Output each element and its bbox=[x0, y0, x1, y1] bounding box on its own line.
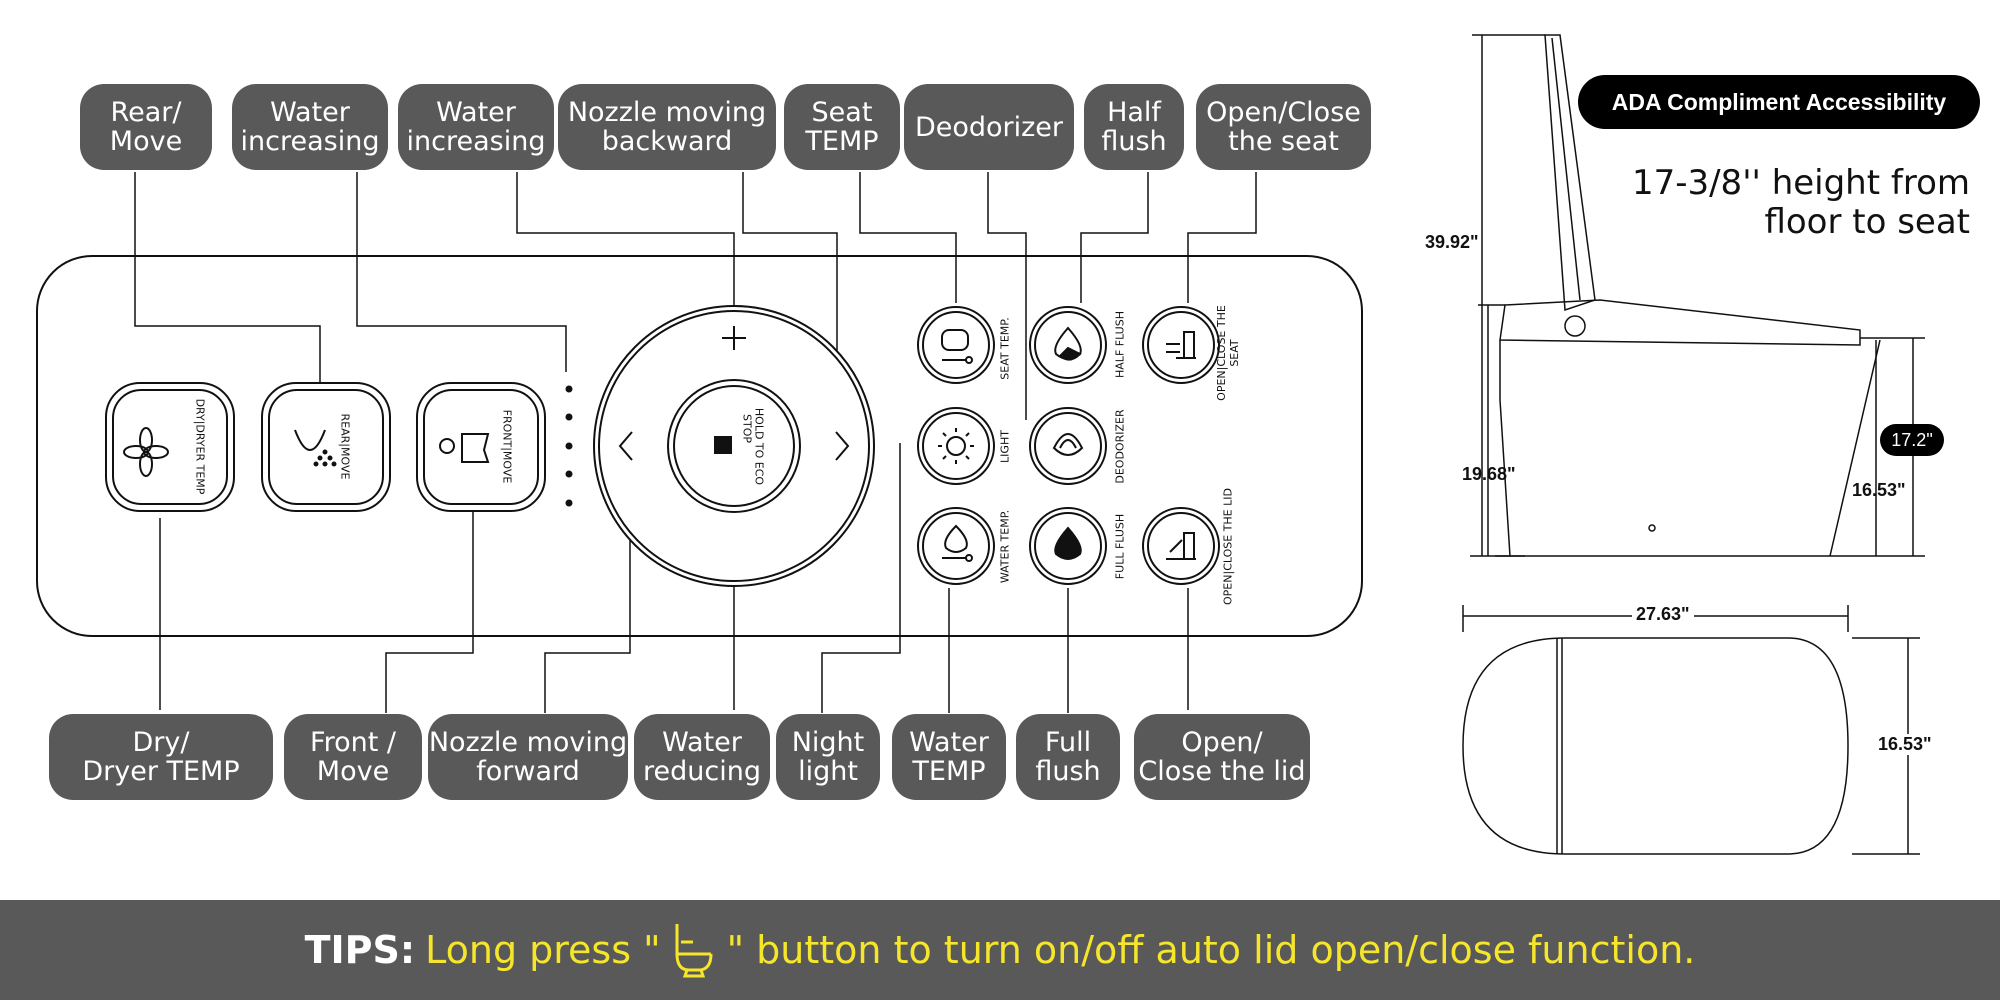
rear-label: REAR|MOVE bbox=[338, 413, 352, 480]
half-flush-label: HALF FLUSH bbox=[1113, 311, 1127, 378]
rear-wash-icon bbox=[294, 429, 337, 467]
stop-button[interactable] bbox=[667, 379, 801, 513]
water-temp-icon bbox=[944, 524, 968, 553]
light-label: LIGHT bbox=[998, 430, 1012, 463]
callout-front-move: Front / Move bbox=[284, 714, 422, 800]
open-seat-label: OPEN|CLOSE THE SEAT bbox=[1215, 305, 1241, 401]
toilet-top-view bbox=[1462, 605, 1920, 855]
front-move-button[interactable] bbox=[416, 382, 546, 512]
dimension-seat-height: 17.2" bbox=[1880, 424, 1944, 456]
callout-rear-move: Rear/ Move bbox=[80, 84, 212, 170]
chevron-right-icon[interactable] bbox=[835, 431, 850, 461]
dimension-bowl-height: 16.53" bbox=[1852, 480, 1906, 500]
fan-icon bbox=[123, 427, 169, 477]
callout-nozzle-forward: Nozzle moving forward bbox=[428, 714, 628, 800]
deodorizer-button[interactable] bbox=[1029, 407, 1107, 485]
open-close-lid-button[interactable] bbox=[1142, 507, 1220, 585]
dry-label: DRY|DRYER TEMP bbox=[193, 398, 207, 495]
callout-deodorizer: Deodorizer bbox=[904, 84, 1074, 170]
water-temp-button[interactable] bbox=[917, 507, 995, 585]
callout-open-close-lid: Open/ Close the lid bbox=[1134, 714, 1310, 800]
lid-open-icon bbox=[1166, 532, 1196, 560]
sun-icon bbox=[938, 428, 974, 464]
tips-bar: TIPS: Long press " " button to turn on/o… bbox=[0, 900, 2000, 1000]
lotus-icon bbox=[1052, 433, 1084, 456]
eco-label: HOLD TO ECO bbox=[752, 407, 766, 486]
leader-lines-top bbox=[134, 172, 1257, 420]
callout-water-increasing-1: Water increasing bbox=[232, 84, 388, 170]
height-description: 17-3/8'' height from floor to seat bbox=[1631, 163, 1970, 242]
dry-button[interactable] bbox=[105, 382, 235, 512]
dimension-length: 27.63" bbox=[1632, 604, 1694, 625]
deodorizer-label: DEODORIZER bbox=[1113, 409, 1127, 484]
callout-water-reducing: Water reducing bbox=[634, 714, 770, 800]
tips-label: TIPS: bbox=[304, 928, 416, 972]
open-lid-label: OPEN|CLOSE THE LID bbox=[1221, 488, 1235, 605]
remote-diagram bbox=[36, 34, 1925, 855]
half-flush-button[interactable] bbox=[1029, 306, 1107, 384]
dimension-base-height: 19.68" bbox=[1462, 464, 1516, 484]
remote-panel-outline bbox=[36, 255, 1363, 637]
ada-badge: ADA Compliment Accessibility bbox=[1578, 75, 1980, 129]
callout-water-temp: Water TEMP bbox=[892, 714, 1006, 800]
front-wash-icon bbox=[439, 433, 490, 463]
seat-temp-button[interactable] bbox=[917, 306, 995, 384]
front-label: FRONT|MOVE bbox=[500, 409, 514, 484]
callout-water-increasing-2: Water increasing bbox=[398, 84, 554, 170]
callout-full-flush: Full flush bbox=[1016, 714, 1120, 800]
callout-night-light: Night light bbox=[776, 714, 880, 800]
toilet-side-view bbox=[1470, 34, 1925, 557]
tips-text-after: " button to turn on/off auto lid open/cl… bbox=[726, 928, 1696, 972]
full-flush-label: FULL FLUSH bbox=[1113, 513, 1127, 580]
callout-seat-temp: Seat TEMP bbox=[784, 84, 900, 170]
tips-text-before: Long press " bbox=[425, 928, 661, 972]
dimension-total-height: 39.92" bbox=[1425, 232, 1479, 252]
stop-icon bbox=[714, 436, 732, 454]
seat-temp-label: SEAT TEMP. bbox=[998, 317, 1012, 380]
seat-temp-icon bbox=[941, 329, 969, 351]
water-temp-label: WATER TEMP. bbox=[998, 509, 1012, 584]
open-close-seat-button[interactable] bbox=[1142, 306, 1220, 384]
rear-move-button[interactable] bbox=[261, 382, 391, 512]
callout-open-close-seat: Open/Close the seat bbox=[1196, 84, 1371, 170]
night-light-button[interactable] bbox=[917, 407, 995, 485]
seat-open-icon bbox=[1166, 331, 1196, 359]
position-dots bbox=[565, 385, 573, 507]
callout-nozzle-backward: Nozzle moving backward bbox=[558, 84, 776, 170]
full-drop-icon bbox=[1054, 526, 1082, 560]
callout-dry-temp: Dry/ Dryer TEMP bbox=[49, 714, 273, 800]
chevron-left-icon[interactable] bbox=[618, 431, 633, 461]
dimension-width: 16.53" bbox=[1876, 734, 1934, 755]
auto-lid-icon bbox=[675, 924, 713, 978]
callout-half-flush: Half flush bbox=[1084, 84, 1184, 170]
